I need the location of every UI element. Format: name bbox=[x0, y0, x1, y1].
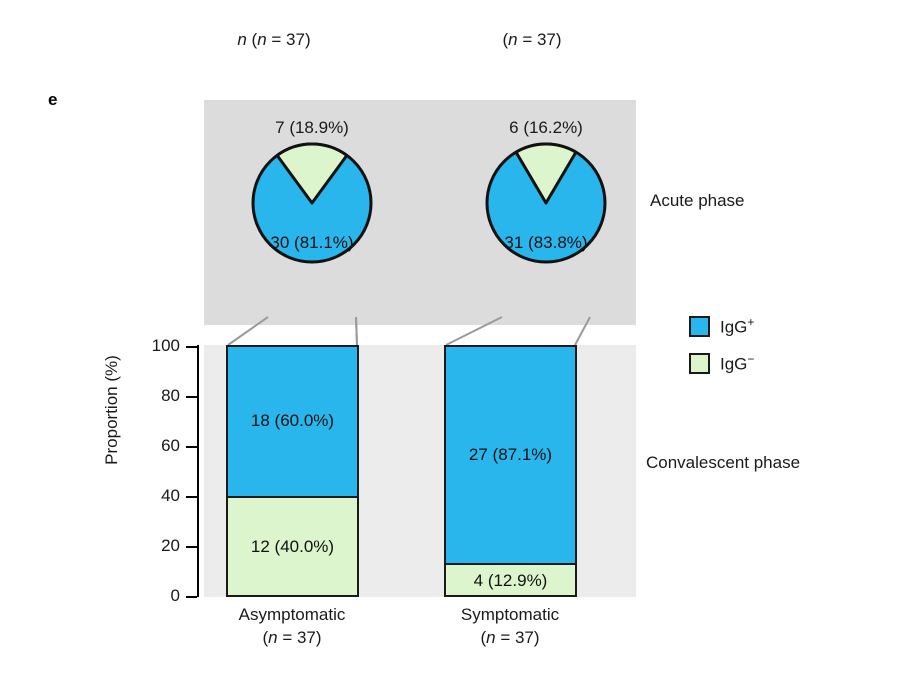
bar-label-igg-positive: 18 (60.0%) bbox=[250, 410, 335, 430]
acute-phase-label: Acute phase bbox=[650, 191, 745, 210]
x-label-name: Asymptomatic bbox=[238, 605, 346, 624]
y-tick-label-80: 80 bbox=[161, 386, 180, 405]
y-tick-0 bbox=[186, 596, 197, 598]
pie-slice-label-negative: 7 (18.9%) bbox=[275, 118, 349, 137]
y-tick-40 bbox=[186, 496, 197, 498]
y-tick-label-0: 0 bbox=[170, 586, 180, 605]
pie-slice-label-negative: 6 (16.2%) bbox=[509, 118, 583, 137]
bar-label-igg-negative: 4 (12.9%) bbox=[473, 570, 548, 590]
y-tick-100 bbox=[186, 346, 197, 348]
y-tick-label-40: 40 bbox=[161, 486, 180, 505]
y-tick-20 bbox=[186, 546, 197, 548]
bar-symptomatic: 27 (87.1%) 4 (12.9%) bbox=[444, 345, 577, 597]
bar-segment-igg-positive bbox=[228, 347, 357, 496]
bar-asymptomatic: 18 (60.0%) 12 (40.0%) bbox=[226, 345, 359, 597]
bar-segment-igg-negative bbox=[446, 563, 575, 595]
pie-svg-symptomatic bbox=[485, 142, 607, 264]
legend-label-igg-negative: IgG− bbox=[720, 352, 755, 374]
y-tick-label-100: 100 bbox=[151, 336, 180, 355]
convalescent-phase-label: Convalescent phase bbox=[646, 453, 801, 472]
legend-label-igg-positive: IgG+ bbox=[720, 315, 755, 337]
legend: IgG+ IgG− bbox=[689, 313, 809, 387]
bar-segment-igg-positive bbox=[446, 347, 575, 563]
y-tick-label-60: 60 bbox=[161, 436, 180, 455]
legend-swatch-icon-igg-negative bbox=[689, 353, 710, 374]
legend-swatch-icon-igg-positive bbox=[689, 316, 710, 337]
y-tick-80 bbox=[186, 396, 197, 398]
bar-label-igg-negative: 12 (40.0%) bbox=[250, 536, 335, 556]
y-axis-title: Proportion (%) bbox=[102, 355, 121, 465]
y-tick-label-20: 20 bbox=[161, 536, 180, 555]
x-label-name: Symptomatic bbox=[460, 605, 560, 624]
legend-item-igg-negative: IgG− bbox=[689, 350, 809, 377]
top-caption-symptomatic: (n = 37) bbox=[502, 30, 562, 49]
pie-slice-label-positive: 30 (81.1%) bbox=[270, 233, 354, 252]
x-label-symptomatic: Symptomatic (n = 37) bbox=[460, 605, 560, 647]
top-caption-asymptomatic: n (n = 37)(n = 37) bbox=[237, 30, 311, 49]
pie-slice-label-positive: 31 (83.8%) bbox=[504, 233, 588, 252]
bar-label-igg-positive: 27 (87.1%) bbox=[468, 444, 553, 464]
truncated-top-captions: n (n = 37)(n = 37) (n = 37) bbox=[0, 0, 900, 52]
bar-stack bbox=[444, 345, 577, 597]
pie-svg-asymptomatic bbox=[251, 142, 373, 264]
x-label-asymptomatic: Asymptomatic (n = 37) bbox=[238, 605, 346, 647]
bar-segment-igg-negative bbox=[228, 495, 357, 595]
panel-label-e: e bbox=[48, 90, 58, 109]
bar-stack bbox=[226, 345, 359, 597]
pie-chart-asymptomatic: 7 (18.9%) 30 (81.1%) bbox=[232, 100, 392, 325]
y-axis-line bbox=[197, 345, 199, 597]
pie-chart-symptomatic: 6 (16.2%) 31 (83.8%) bbox=[466, 100, 626, 325]
legend-item-igg-positive: IgG+ bbox=[689, 313, 809, 340]
y-tick-60 bbox=[186, 446, 197, 448]
